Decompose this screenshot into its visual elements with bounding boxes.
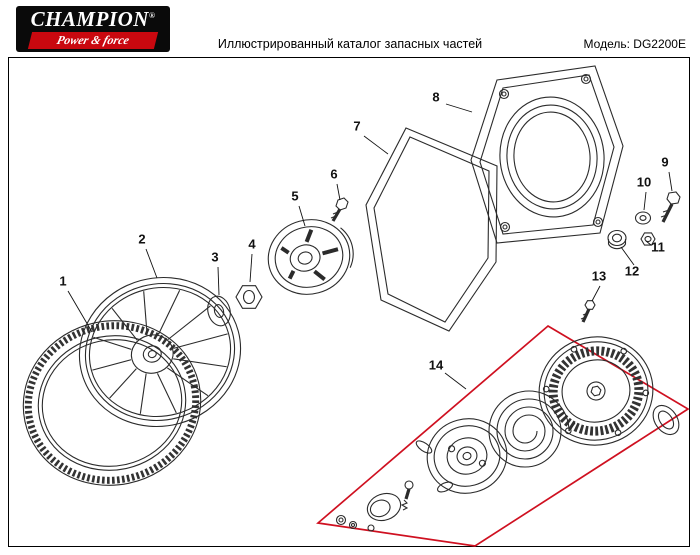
rope-handle-cap	[366, 492, 402, 522]
callout-line-1	[67, 290, 93, 333]
part-number-8: 8	[432, 89, 439, 104]
part-number-4: 4	[248, 236, 256, 251]
callout-line-13	[591, 285, 601, 302]
callout-line-7	[363, 135, 389, 155]
small-washers	[335, 514, 375, 532]
part-number-12: 12	[625, 263, 639, 278]
part-3-washer	[207, 295, 231, 327]
callout-line-12	[620, 246, 635, 266]
recoil-spring	[488, 390, 576, 468]
part-14-recoil-starter	[316, 324, 690, 547]
part-number-9: 9	[661, 154, 668, 169]
pawl-screw-and-spring	[400, 480, 414, 511]
callout-line-10	[643, 191, 647, 211]
part-4-nut	[235, 285, 263, 309]
callout-line-4	[249, 253, 253, 283]
callout-line-3	[217, 266, 220, 296]
part-number-13: 13	[592, 268, 606, 283]
part-9-bolt	[660, 191, 681, 223]
part-13-bolt	[580, 300, 596, 323]
callout-line-11	[645, 240, 652, 246]
part-11-nut	[640, 232, 656, 246]
logo-name: CHAMPION®	[30, 7, 156, 31]
part-number-5: 5	[291, 188, 298, 203]
part-8-fan-housing	[470, 65, 624, 244]
part-2-flywheel	[78, 276, 242, 428]
page-title: Иллюстрированный каталог запасных частей	[217, 37, 483, 51]
callout-line-6	[336, 183, 341, 201]
part-number-3: 3	[211, 249, 218, 264]
part-number-6: 6	[330, 166, 337, 181]
part-number-14: 14	[429, 357, 444, 372]
callout-line-5	[298, 205, 306, 227]
part-number-10: 10	[637, 174, 651, 189]
callout-line-9	[668, 171, 673, 192]
callout-line-8	[445, 103, 473, 113]
model-label: Модель: DG2200E	[583, 37, 686, 51]
part-number-1: 1	[59, 273, 66, 288]
part-number-2: 2	[138, 231, 145, 246]
part-10-washer	[634, 211, 652, 225]
part-1-ring-gear	[22, 320, 202, 486]
champion-logo: CHAMPION® Power & force	[16, 6, 170, 52]
part-number-7: 7	[353, 118, 360, 133]
registered-mark: ®	[148, 11, 156, 20]
part-6-bolt	[330, 197, 349, 222]
recoil-housing	[538, 336, 654, 446]
starter-grip	[652, 404, 680, 436]
part-7-gasket	[365, 127, 498, 332]
callout-line-2	[145, 248, 158, 279]
rope-reel	[426, 418, 508, 494]
callout-line-14	[444, 372, 467, 390]
starter-pawl	[415, 440, 453, 493]
part-5-starter-cup	[267, 219, 354, 295]
part-number-11: 11	[651, 239, 665, 254]
highlight-outline	[316, 324, 690, 547]
part-12-flanged-nut	[607, 229, 627, 250]
